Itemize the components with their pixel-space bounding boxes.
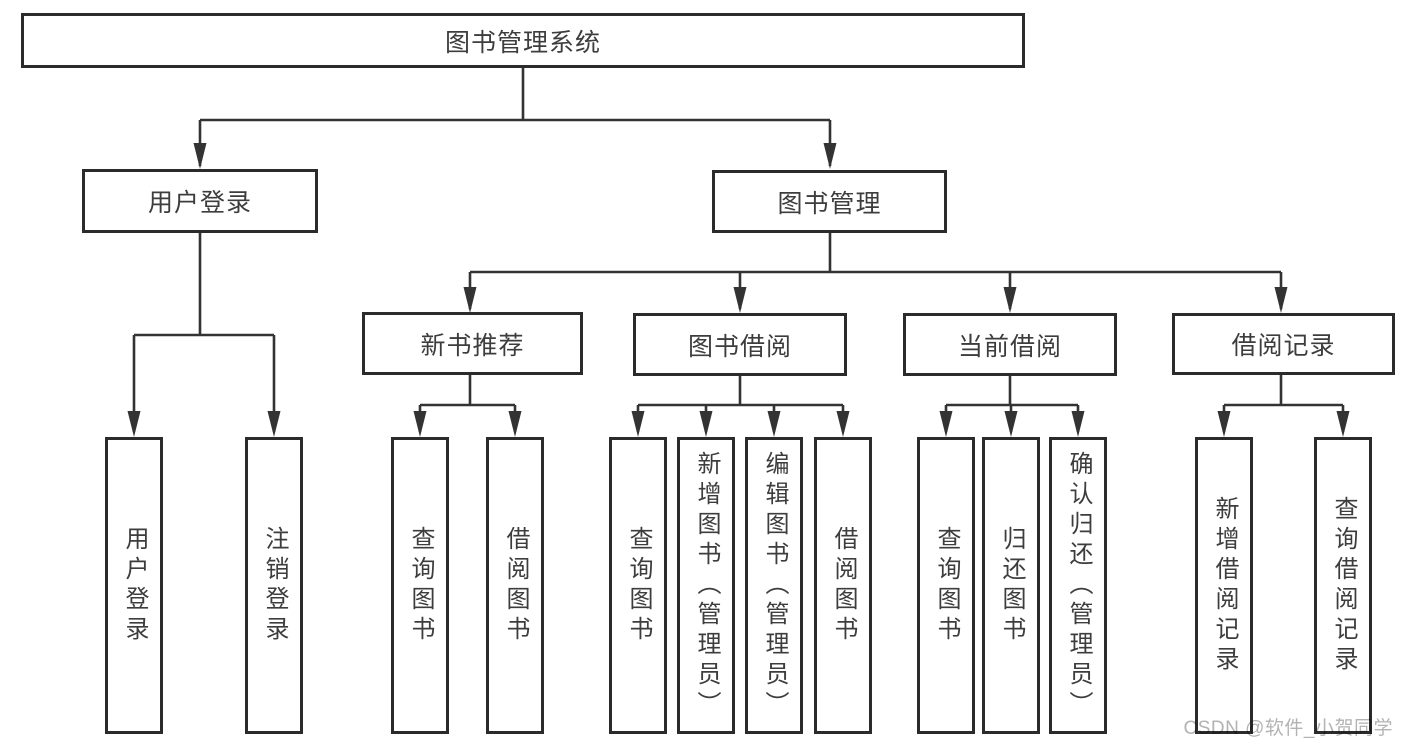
node-borrow-records-label: 借阅记录 — [1231, 332, 1336, 360]
node-user-login: 用户登录 — [82, 169, 318, 233]
leaf-add-borrow-record-label: 新增借阅记录 — [1211, 495, 1238, 676]
leaf-return-books-label: 归还图书 — [998, 525, 1025, 646]
connector-user-login-split — [127, 233, 281, 437]
leaf-query-books-borrow: 查询图书 — [609, 437, 667, 734]
leaf-confirm-return-admin: 确认归还（管理员） — [1049, 437, 1107, 734]
node-book-management: 图书管理 — [712, 170, 947, 233]
node-new-book-recommend: 新书推荐 — [362, 312, 583, 375]
leaf-query-books-current: 查询图书 — [917, 437, 975, 734]
leaf-confirm-return-admin-label: 确认归还（管理员） — [1065, 450, 1092, 721]
node-book-borrow: 图书借阅 — [633, 313, 847, 376]
leaf-user-login-label: 用户登录 — [121, 525, 148, 646]
leaf-edit-book-admin-label: 编辑图书（管理员） — [761, 450, 788, 721]
leaf-query-borrow-record-label: 查询借阅记录 — [1330, 495, 1357, 676]
leaf-add-borrow-record: 新增借阅记录 — [1195, 437, 1253, 734]
leaf-borrow-books-borrow: 借阅图书 — [814, 437, 872, 734]
node-borrow-records: 借阅记录 — [1172, 313, 1395, 375]
leaf-query-books-newbook-label: 查询图书 — [407, 525, 434, 646]
leaf-query-borrow-record: 查询借阅记录 — [1314, 437, 1372, 734]
node-root-label: 图书管理系统 — [444, 28, 601, 57]
leaf-edit-book-admin: 编辑图书（管理员） — [745, 437, 803, 734]
node-new-book-recommend-label: 新书推荐 — [420, 331, 525, 360]
leaf-query-books-current-label: 查询图书 — [933, 525, 960, 646]
leaf-borrow-books-newbook-label: 借阅图书 — [502, 525, 529, 646]
node-book-borrow-label: 图书借阅 — [687, 332, 792, 361]
leaf-query-books-newbook: 查询图书 — [391, 437, 449, 734]
leaf-borrow-books-borrow-label: 借阅图书 — [830, 525, 857, 646]
leaf-logout-label: 注销登录 — [261, 525, 288, 646]
connector-book-management-split — [463, 233, 1288, 313]
connector-root-split — [193, 68, 837, 169]
connector-current-borrow-split — [939, 376, 1085, 437]
leaf-borrow-books-newbook: 借阅图书 — [486, 437, 544, 734]
watermark-text: CSDN @软件_小贺同学 — [1183, 718, 1393, 739]
node-user-login-label: 用户登录 — [147, 189, 252, 217]
leaf-return-books: 归还图书 — [982, 437, 1040, 734]
node-root-library-system: 图书管理系统 — [21, 13, 1025, 68]
leaf-query-books-borrow-label: 查询图书 — [625, 525, 652, 646]
node-current-borrow: 当前借阅 — [903, 313, 1117, 376]
node-current-borrow-label: 当前借阅 — [957, 332, 1062, 361]
leaf-logout: 注销登录 — [245, 437, 303, 734]
connector-book-borrow-split — [631, 376, 850, 437]
node-book-management-label: 图书管理 — [777, 189, 882, 218]
leaf-user-login: 用户登录 — [105, 437, 163, 734]
leaf-add-book-admin-label: 新增图书（管理员） — [693, 450, 720, 721]
leaf-add-book-admin: 新增图书（管理员） — [677, 437, 735, 734]
connector-new-book-split — [413, 375, 522, 437]
connector-borrow-records-split — [1217, 374, 1350, 437]
